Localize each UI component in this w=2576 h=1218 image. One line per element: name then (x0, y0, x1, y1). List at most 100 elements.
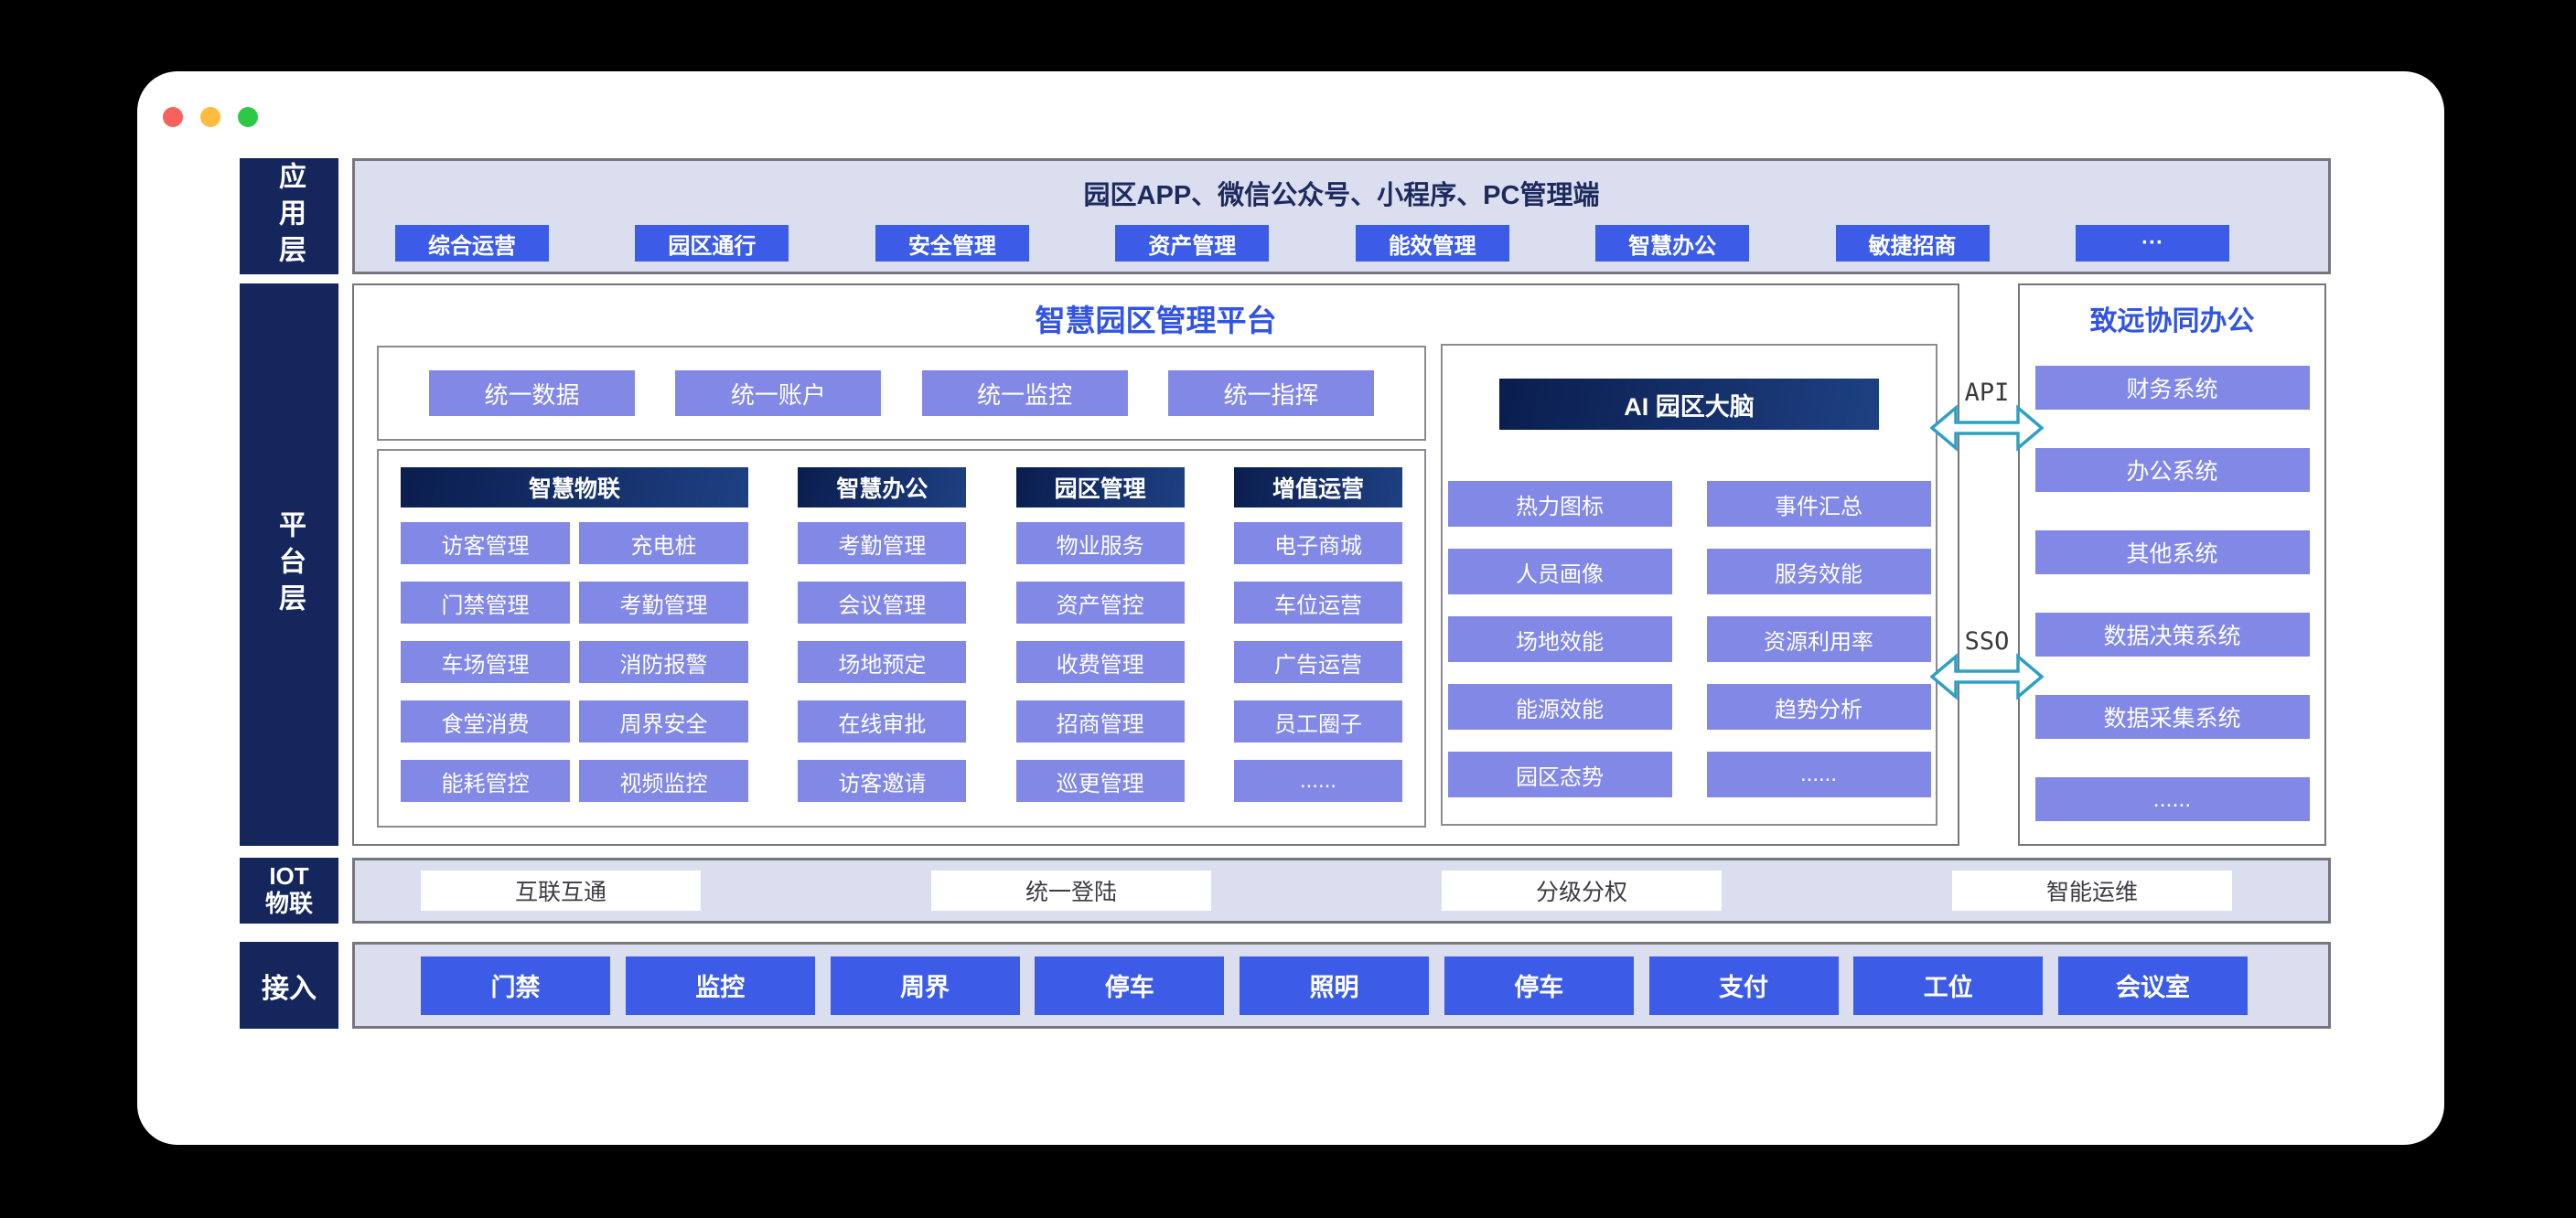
ai-block[interactable]: 资源利用率 (1706, 616, 1931, 662)
system-block[interactable]: 数据决策系统 (2034, 613, 2310, 657)
group-header-value-added: 增值运营 (1233, 467, 1402, 508)
app-button-comprehensive-operation[interactable]: 综合运营 (395, 225, 549, 262)
module-block[interactable]: 在线审批 (798, 700, 967, 743)
iot-layer-strip: 互联互通 统一登陆 分级分权 智能运维 (352, 858, 2331, 924)
access-device-block[interactable]: 周界 (830, 956, 1020, 1015)
iot-capability-block[interactable]: 智能运维 (1952, 871, 2232, 911)
window-card: 应用层 平台层 IOT 物联 接入 园区APP、微信公众号、小程序、PC管理端 … (137, 71, 2444, 1145)
system-block[interactable]: 办公系统 (2034, 448, 2310, 492)
iot-capability-block[interactable]: 统一登陆 (931, 871, 1211, 911)
app-button-park-passage[interactable]: 园区通行 (635, 225, 789, 262)
module-block[interactable]: 员工圈子 (1233, 700, 1402, 743)
module-block[interactable]: 巡更管理 (1015, 760, 1185, 802)
collaboration-systems-list: 财务系统 办公系统 其他系统 数据决策系统 数据采集系统 ...... (2034, 366, 2310, 821)
unified-services-box: 统一数据 统一账户 统一监控 统一指挥 (377, 346, 1426, 441)
group-smart-iot: 智慧物联 访客管理 门禁管理 车场管理 食堂消费 能耗管控 充电桩 考勤管理 消… (401, 467, 748, 809)
ai-park-brain-header: AI 园区大脑 (1499, 379, 1879, 430)
api-double-arrow-icon (1930, 404, 2044, 452)
layer-label-line2: 物联 (264, 890, 313, 917)
application-buttons-row: 综合运营 园区通行 安全管理 资产管理 能效管理 智慧办公 敏捷招商 ··· (395, 225, 2229, 262)
zoom-window-button[interactable] (238, 107, 258, 127)
module-block[interactable]: 门禁管理 (401, 582, 570, 624)
module-block[interactable]: 收费管理 (1015, 641, 1185, 683)
module-block[interactable]: 资产管控 (1015, 582, 1185, 624)
layer-tab-application: 应用层 (240, 158, 338, 274)
unified-command-block[interactable]: 统一指挥 (1167, 370, 1374, 416)
app-button-agile-investment[interactable]: 敏捷招商 (1835, 225, 1990, 262)
access-device-block[interactable]: 门禁 (421, 956, 610, 1015)
unified-account-block[interactable]: 统一账户 (675, 370, 882, 416)
module-block[interactable]: 周界安全 (579, 700, 748, 743)
application-strip-title: 园区APP、微信公众号、小程序、PC管理端 (1083, 181, 1600, 210)
iot-capability-block[interactable]: 互联互通 (421, 871, 701, 911)
system-block[interactable]: 财务系统 (2034, 366, 2310, 410)
module-block[interactable]: 消防报警 (579, 641, 748, 683)
module-block[interactable]: 物业服务 (1015, 522, 1185, 564)
modules-box: 智慧物联 访客管理 门禁管理 车场管理 食堂消费 能耗管控 充电桩 考勤管理 消… (377, 449, 1426, 828)
ai-park-brain-box: AI 园区大脑 热力图标 事件汇总 人员画像 服务效能 场地效能 资源利用率 能… (1441, 344, 1937, 826)
system-block[interactable]: ...... (2034, 777, 2310, 821)
layer-tab-iot: IOT 物联 (240, 858, 338, 924)
module-block[interactable]: 会议管理 (798, 582, 967, 624)
layer-label: 应用层 (274, 161, 305, 272)
module-block[interactable]: 充电桩 (579, 522, 748, 564)
seeyon-collaboration-panel: 致远协同办公 财务系统 办公系统 其他系统 数据决策系统 数据采集系统 ....… (2018, 283, 2326, 846)
ai-block[interactable]: 园区态势 (1447, 752, 1672, 797)
module-block[interactable]: 招商管理 (1015, 700, 1185, 743)
module-block[interactable]: 广告运营 (1233, 641, 1402, 683)
ai-block[interactable]: 服务效能 (1706, 549, 1931, 594)
group-park-management: 园区管理 物业服务 资产管控 收费管理 招商管理 巡更管理 (1015, 467, 1185, 809)
access-device-block[interactable]: 支付 (1648, 956, 1839, 1015)
system-block[interactable]: 其他系统 (2034, 530, 2310, 574)
ai-block[interactable]: 热力图标 (1447, 481, 1672, 527)
access-device-block[interactable]: 监控 (625, 956, 815, 1015)
module-block[interactable]: 考勤管理 (798, 522, 967, 564)
iot-capability-block[interactable]: 分级分权 (1442, 871, 1722, 911)
module-block[interactable]: 食堂消费 (401, 700, 570, 743)
unified-data-block[interactable]: 统一数据 (429, 370, 635, 416)
access-layer-strip: 门禁 监控 周界 停车 照明 停车 支付 工位 会议室 (352, 942, 2331, 1029)
application-layer-strip: 园区APP、微信公众号、小程序、PC管理端 综合运营 园区通行 安全管理 资产管… (352, 158, 2331, 274)
module-block[interactable]: 视频监控 (579, 760, 748, 802)
ai-block[interactable]: 场地效能 (1447, 616, 1672, 662)
access-device-block[interactable]: 照明 (1240, 956, 1429, 1015)
ai-block[interactable]: 能源效能 (1447, 684, 1672, 730)
group-header-smart-iot: 智慧物联 (401, 467, 748, 508)
window-controls (163, 107, 258, 127)
module-block[interactable]: 车位运营 (1233, 582, 1402, 624)
app-button-security-management[interactable]: 安全管理 (875, 225, 1029, 262)
sso-double-arrow-icon (1930, 653, 2044, 700)
unified-monitoring-block[interactable]: 统一监控 (921, 370, 1128, 416)
layer-tab-platform: 平台层 (240, 283, 338, 846)
module-block[interactable]: 场地预定 (798, 641, 967, 683)
ai-block[interactable]: 事件汇总 (1706, 481, 1931, 527)
module-block[interactable]: 访客管理 (401, 522, 570, 564)
platform-main-title: 智慧园区管理平台 (1035, 304, 1277, 337)
app-button-energy-management[interactable]: 能效管理 (1355, 225, 1509, 262)
module-block[interactable]: 车场管理 (401, 641, 570, 683)
group-header-park-management: 园区管理 (1015, 467, 1185, 508)
group-value-added-operation: 增值运营 电子商城 车位运营 广告运营 员工圈子 ...... (1233, 467, 1402, 809)
access-device-block[interactable]: 停车 (1444, 956, 1634, 1015)
layer-label-line1: IOT (269, 862, 309, 891)
close-window-button[interactable] (163, 107, 183, 127)
ai-block[interactable]: 人员画像 (1447, 549, 1672, 594)
app-button-more[interactable]: ··· (2075, 225, 2229, 262)
access-device-block[interactable]: 会议室 (2058, 956, 2248, 1015)
ai-block[interactable]: ...... (1706, 752, 1931, 797)
app-button-asset-management[interactable]: 资产管理 (1115, 225, 1270, 262)
sso-connector-label: SSO (1964, 627, 2010, 656)
access-device-block[interactable]: 停车 (1035, 956, 1225, 1015)
minimize-window-button[interactable] (200, 107, 220, 127)
layer-label: 平台层 (274, 509, 305, 620)
module-block[interactable]: 考勤管理 (579, 582, 748, 624)
group-smart-office: 智慧办公 考勤管理 会议管理 场地预定 在线审批 访客邀请 (798, 467, 967, 809)
module-block[interactable]: 能耗管控 (401, 760, 570, 802)
system-block[interactable]: 数据采集系统 (2034, 695, 2310, 739)
access-device-block[interactable]: 工位 (1853, 956, 2044, 1015)
module-block[interactable]: 访客邀请 (798, 760, 967, 802)
module-block[interactable]: ...... (1233, 760, 1402, 802)
ai-block[interactable]: 趋势分析 (1706, 684, 1931, 730)
app-button-smart-office[interactable]: 智慧办公 (1595, 225, 1750, 262)
module-block[interactable]: 电子商城 (1233, 522, 1402, 564)
